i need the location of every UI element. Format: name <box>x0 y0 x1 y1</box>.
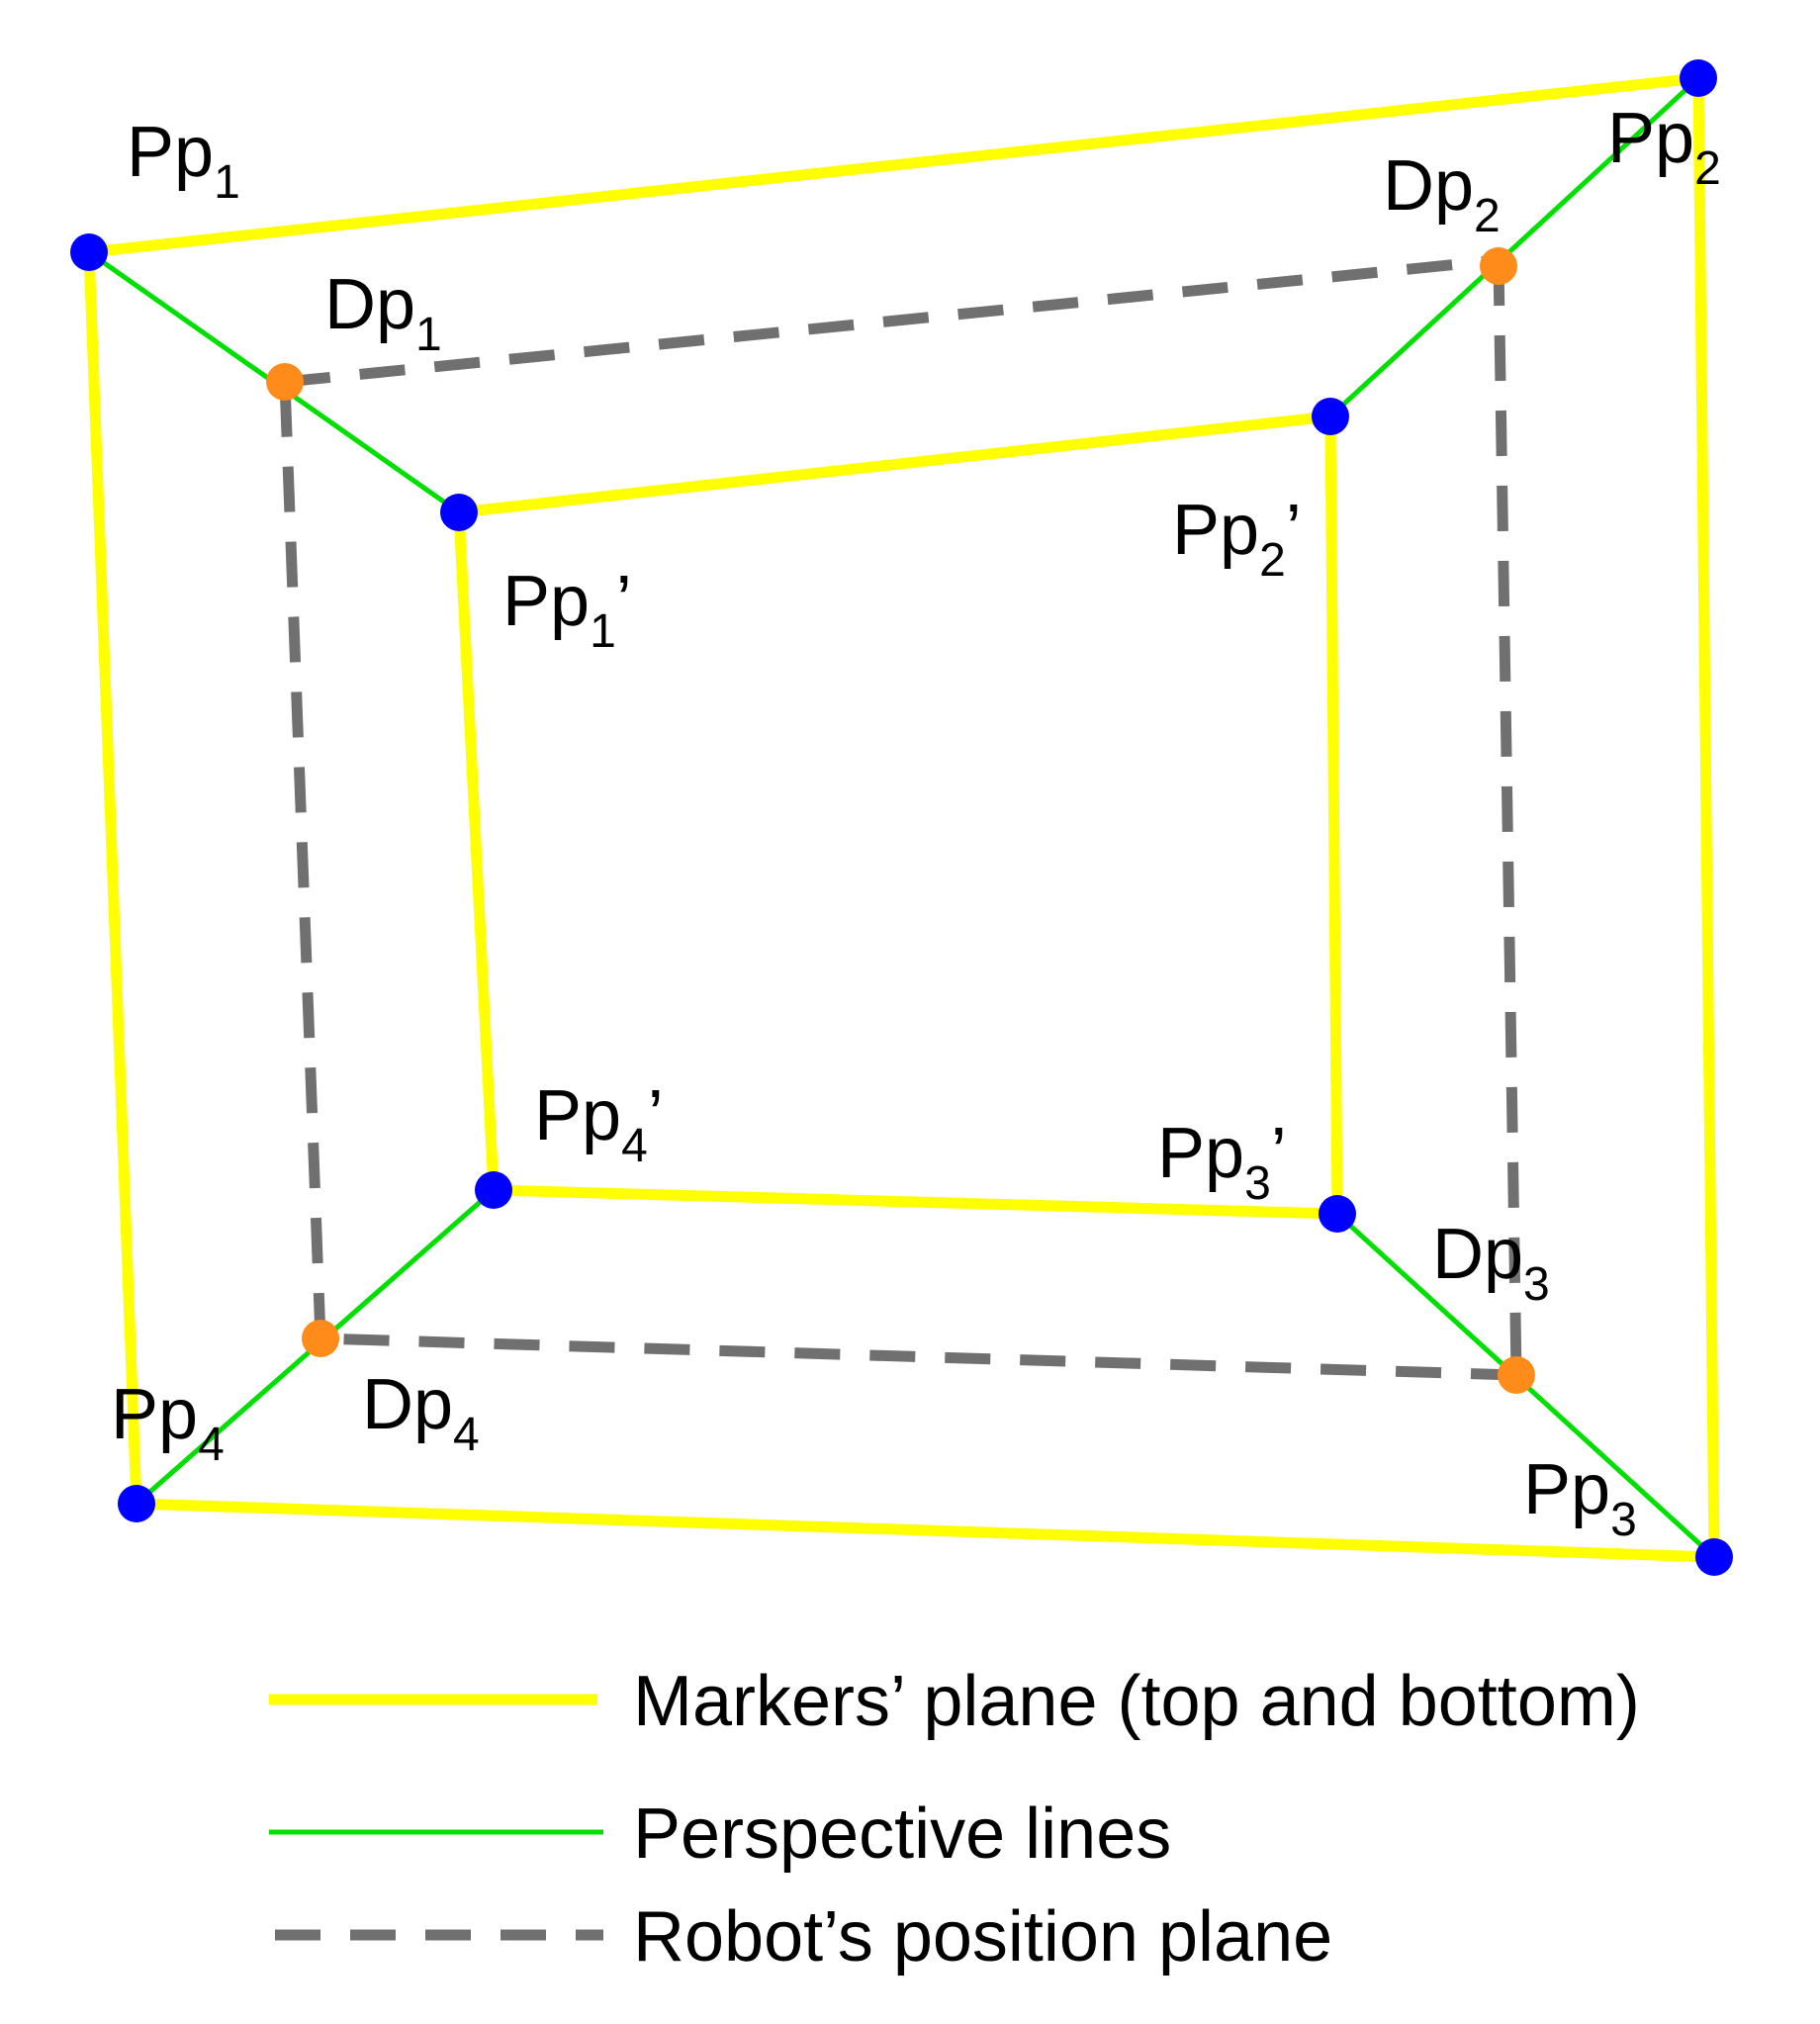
robot-plane-edge-top <box>284 254 1500 388</box>
point-dp4 <box>302 1320 339 1357</box>
point-pp1-prime <box>440 494 478 531</box>
point-labels: Pp1 Pp2 Dp1 Dp2 Pp1’ Pp2’ Pp4’ Pp3’ Dp3 … <box>111 99 1721 1546</box>
label-pp3-prime: Pp3’ <box>1157 1114 1287 1210</box>
point-dp3 <box>1498 1356 1535 1394</box>
perspective-line-2 <box>1328 76 1700 418</box>
robot-plane-edge-bottom <box>319 1333 1517 1381</box>
label-pp1: Pp1 <box>127 113 240 209</box>
label-pp1-prime: Pp1’ <box>502 562 632 658</box>
point-pp1 <box>70 233 108 271</box>
point-pp4 <box>118 1485 155 1522</box>
legend-label-robot-plane: Robot’s position plane <box>633 1897 1332 1977</box>
label-dp1: Dp1 <box>324 265 442 361</box>
robot-points <box>266 247 1535 1394</box>
label-pp2: Pp2 <box>1607 99 1721 195</box>
legend-label-markers-plane: Markers’ plane (top and bottom) <box>633 1662 1640 1741</box>
label-pp4: Pp4 <box>111 1375 225 1471</box>
robot-position-plane <box>279 254 1522 1381</box>
legend: Markers’ plane (top and bottom) Perspect… <box>269 1662 1640 1977</box>
point-pp3 <box>1695 1538 1733 1576</box>
label-pp2-prime: Pp2’ <box>1172 491 1302 587</box>
point-pp4-prime <box>475 1171 512 1209</box>
point-pp2-prime <box>1312 398 1349 435</box>
point-pp3-prime <box>1319 1195 1356 1233</box>
label-pp4-prime: Pp4’ <box>534 1076 664 1172</box>
robot-plane-edge-left <box>279 381 326 1339</box>
point-dp1 <box>266 363 304 401</box>
point-dp2 <box>1480 247 1517 285</box>
marker-points <box>70 59 1733 1576</box>
label-dp2: Dp2 <box>1383 146 1501 242</box>
label-dp3: Dp3 <box>1432 1215 1550 1311</box>
label-dp4: Dp4 <box>362 1365 480 1461</box>
label-pp3: Pp3 <box>1523 1450 1637 1546</box>
robot-plane-edge-right <box>1493 259 1522 1376</box>
legend-label-perspective-lines: Perspective lines <box>633 1794 1171 1874</box>
point-pp2 <box>1680 59 1717 97</box>
